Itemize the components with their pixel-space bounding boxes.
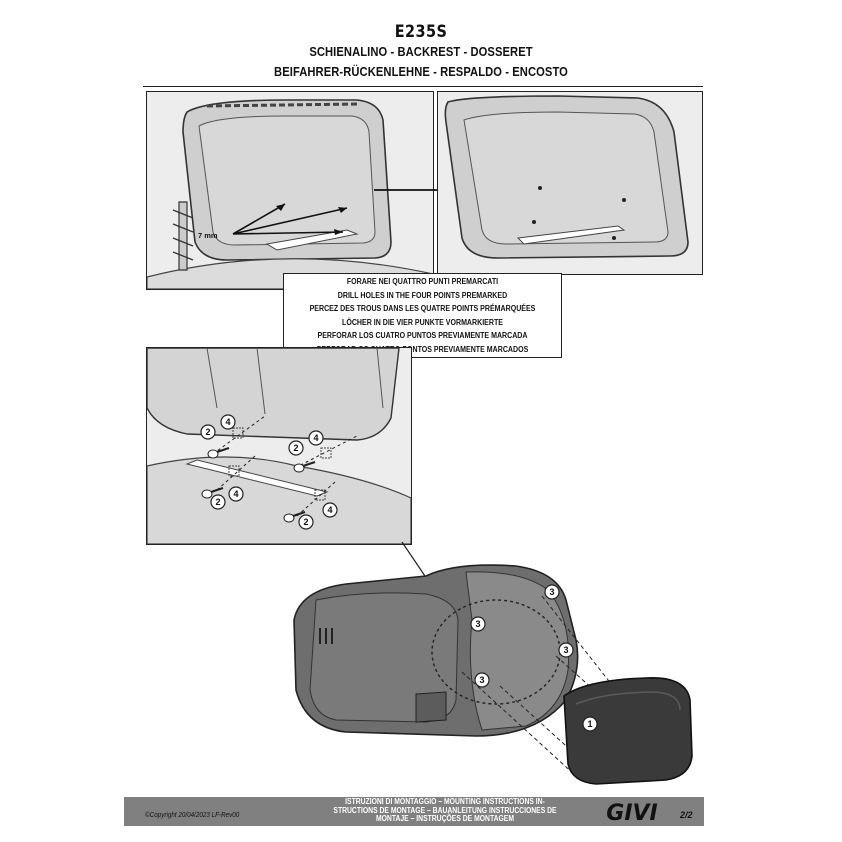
hardware-drawing: 2 4 2 4 2 4 2 4 <box>147 348 411 544</box>
hole-marker <box>538 186 542 190</box>
screw-icon <box>201 487 224 499</box>
callout-3: 3 <box>475 619 480 629</box>
footer-line-3: MONTAJE – INSTRUÇÕES DE MONTAGEM <box>375 814 515 824</box>
hole-marker <box>612 236 616 240</box>
footer-line-1: ISTRUZIONI DI MONTAGGIO – MOUNTING INSTR… <box>345 797 545 806</box>
product-code: E235S <box>394 22 448 42</box>
header-divider <box>143 86 703 87</box>
screw-icon <box>293 461 316 473</box>
footer-instructions: ISTRUZIONI DI MONTAGGIO – MOUNTING INSTR… <box>322 797 569 824</box>
vent-icon <box>319 628 333 644</box>
drill-size-label: 7 mm <box>198 231 218 240</box>
title-line-1: SCHIENALINO - BACKREST - DOSSERET <box>309 44 533 59</box>
callout-2: 2 <box>215 497 220 507</box>
copyright-text: ©Copyright 20/04/2023 LF-Rev00 <box>145 812 240 819</box>
washer-icon <box>320 447 332 459</box>
callout-3: 3 <box>549 587 554 597</box>
washer-icon <box>228 465 240 477</box>
panel-hardware: 2 4 2 4 2 4 2 4 <box>146 347 412 545</box>
hole-marker <box>532 220 536 224</box>
callout-1: 1 <box>587 719 592 729</box>
callout-4: 4 <box>233 489 238 499</box>
callout-3: 3 <box>563 645 568 655</box>
callout-4: 4 <box>225 417 230 427</box>
washer-icon <box>314 489 326 501</box>
footer-bar <box>124 797 704 826</box>
instruction-pt: PERFORAR OS QUATRO PONTOS PREVIAMENTE MA… <box>316 343 529 354</box>
topcase-drawing: 3 3 3 3 1 <box>293 564 693 785</box>
callout-4: 4 <box>313 433 318 443</box>
svg-text:GIVI: GIVI <box>606 801 657 823</box>
washer-icon <box>232 427 244 439</box>
callout-2: 2 <box>205 427 210 437</box>
instruction-fr: PERCEZ DES TROUS DANS LES QUATRE POINTS … <box>309 303 536 314</box>
screw-icon <box>207 447 230 459</box>
drill-bit-icon <box>172 201 194 271</box>
callout-2: 2 <box>303 517 308 527</box>
panel-drill-after <box>437 91 703 275</box>
instruction-en: DRILL HOLES IN THE FOUR POINTS PREMARKED <box>337 289 508 300</box>
instruction-de: LÖCHER IN DIE VIER PUNKTE VORMARKIERTE <box>342 316 503 327</box>
instruction-es: PERFORAR LOS CUATRO PUNTOS PREVIAMENTE M… <box>317 330 528 341</box>
backrest-pad <box>563 677 693 785</box>
title-line-2: BEIFAHRER-RÜCKENLEHNE - RESPALDO - ENCOS… <box>274 64 568 79</box>
lid-holes-drawing <box>444 95 689 259</box>
footer-line-2: STRUCTIONS DE MONTAGE – BAUANLEITUNG INS… <box>333 805 557 815</box>
instruction-it: FORARE NEI QUATTRO PUNTI PREMARCATI <box>346 276 499 286</box>
givi-logo: GIVI <box>606 801 657 823</box>
hole-marker <box>622 198 626 202</box>
callout-2: 2 <box>293 443 298 453</box>
instructions-box: FORARE NEI QUATTRO PUNTI PREMARCATI DRIL… <box>283 273 562 358</box>
callout-4: 4 <box>327 505 332 515</box>
page-number: 2/2 <box>680 810 693 820</box>
screw-icon <box>283 511 306 523</box>
callout-3: 3 <box>479 675 484 685</box>
